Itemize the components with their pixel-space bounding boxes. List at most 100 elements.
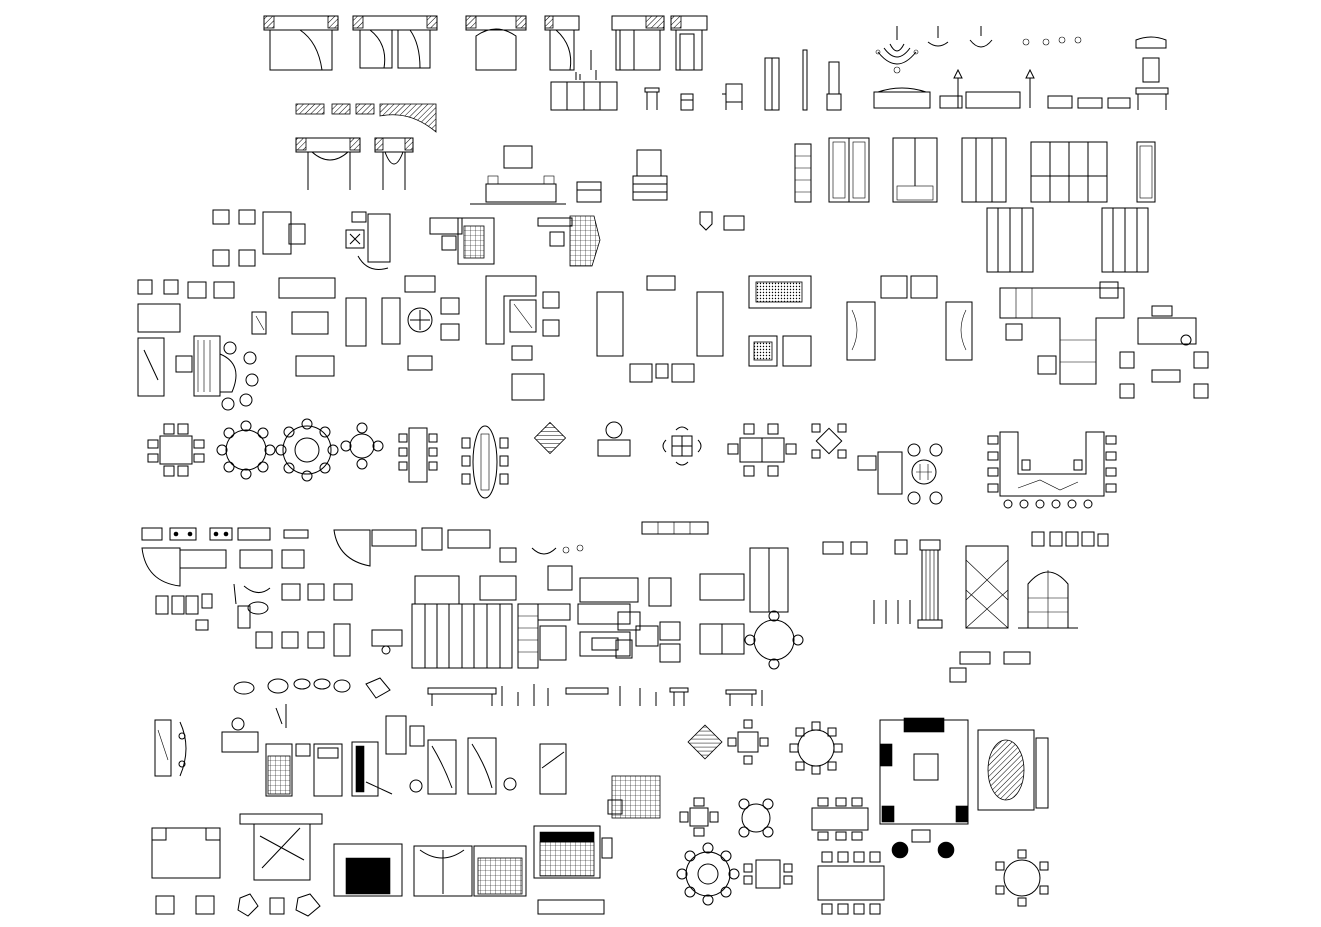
dining-square-4b — [727, 719, 769, 765]
plan-bedroom — [151, 715, 661, 917]
plan-living-room-blocks — [137, 209, 1209, 411]
dining-round-6 — [995, 849, 1049, 907]
dining-square-4 — [662, 426, 702, 466]
sofa-set-plan-2 — [345, 275, 460, 371]
sofa-set-plan-5 — [846, 275, 973, 361]
dining-cluster-plan — [648, 547, 804, 670]
sofa-set-plan-4 — [748, 275, 812, 367]
l-sofa-plan — [485, 275, 560, 401]
dining-diag-square-4 — [687, 724, 723, 760]
plan-bathroom-and-kitchen — [141, 527, 491, 753]
sideboard-elevation — [550, 50, 618, 111]
bed-oval-plan — [175, 335, 259, 411]
dining-round-8-2 — [275, 418, 339, 482]
bed-elevation-1 — [263, 15, 339, 71]
toilet-sink-plans — [155, 583, 403, 657]
curtain-elevation-1 — [295, 137, 361, 190]
bedroom-elevation-cluster — [411, 565, 639, 669]
bed-elevation-5 — [611, 15, 665, 71]
sofa-set-plan-1 — [251, 277, 336, 377]
dining-rect-4 — [743, 859, 793, 889]
bathtub-corner-plans — [141, 527, 491, 587]
corner-counter-plan — [537, 215, 601, 267]
bed-elevation-6 — [670, 15, 708, 71]
wardrobe-drawers-elevation — [892, 137, 938, 203]
wardrobe-4door-elevation-2 — [1101, 207, 1149, 273]
bath-plan-small — [429, 217, 495, 265]
dining-chair-elevation — [826, 61, 842, 111]
elevation-dressers-and-chairs — [550, 26, 1169, 111]
plan-dining-tables-lower — [676, 717, 1049, 915]
sofa-elevation-1 — [873, 87, 931, 109]
daybed-plan — [1137, 305, 1197, 346]
nightstand-elevation — [576, 181, 602, 203]
narrow-cabinet-elevation — [1136, 141, 1156, 203]
bed-elevation-2 — [352, 15, 438, 69]
chandelier-large — [875, 26, 919, 74]
lounge-chairs-plan — [137, 279, 235, 397]
dining-square-4c — [679, 797, 719, 837]
tv-unit-elevation — [470, 145, 566, 205]
elevation-wardrobes — [794, 137, 1156, 273]
desk-round-table-plan — [857, 443, 943, 505]
sofa-lamp-set-elevation — [939, 68, 1131, 109]
elevation-tv-and-dressers — [470, 145, 745, 231]
dining-round-8-4 — [676, 842, 740, 906]
slim-panel-elevation — [802, 49, 808, 111]
wine-rack-elevation — [965, 545, 1009, 629]
oval-table-rug-plan — [977, 729, 1049, 811]
dining-diamond-4b — [811, 423, 847, 459]
dining-round-8-3 — [789, 721, 843, 775]
chandelier-small-2 — [969, 26, 993, 48]
kitchen-strip-top — [641, 521, 709, 535]
wardrobe-wide-elevation — [1030, 141, 1108, 203]
dining-rect-6 — [727, 423, 797, 477]
tall-cabinet-elevation — [764, 57, 780, 111]
small-appliance-blocks — [822, 539, 908, 555]
dining-round-4b — [738, 798, 774, 838]
u-conference-table — [987, 431, 1117, 509]
double-beds-plan-row — [151, 813, 613, 915]
bathroom-vanity-plan — [154, 719, 187, 777]
sofa-set-plan-3 — [596, 275, 724, 383]
kitchen-hob-strip — [141, 527, 309, 541]
column-elevation — [873, 539, 943, 629]
cooktop-blocks — [949, 651, 1031, 683]
wardrobe-2door-elevation — [828, 137, 870, 203]
mirror-cabinet-elevation — [1135, 36, 1169, 110]
elevation-beds-and-curtains — [263, 15, 708, 190]
cabinet-handles-row — [1031, 531, 1109, 547]
pelmet-samples — [295, 103, 437, 133]
console-mirror-plan — [597, 421, 631, 457]
bed-elevation-3 — [465, 15, 527, 71]
plan-decor-right — [822, 531, 1109, 683]
chandelier-row-small — [499, 544, 584, 563]
bookshelf-elevation — [794, 143, 812, 203]
sectional-sofa-plan — [999, 281, 1125, 385]
arched-door-elevation — [1018, 570, 1078, 629]
lounge-chairs-bottom — [155, 893, 321, 917]
console-plan — [1119, 351, 1209, 399]
dining-round-8-1 — [216, 420, 276, 480]
plan-middle-cluster — [411, 521, 804, 706]
dining-long-10 — [817, 851, 885, 915]
stool-elevation — [644, 87, 660, 110]
dining-4-square-1 — [147, 423, 205, 477]
curtain-elevation-2 — [374, 137, 414, 190]
dining-round-4 — [340, 422, 384, 470]
bed-single-cover-plan — [539, 743, 567, 795]
wardrobe-3door-elevation — [961, 137, 1007, 203]
armchair-desk-plan — [212, 209, 306, 267]
living-cluster-plan — [537, 603, 681, 663]
tiled-bath-plan — [607, 775, 661, 819]
chandelier-small-1 — [927, 26, 949, 47]
dining-diamond-4 — [533, 421, 567, 455]
dining-oval-8 — [461, 425, 509, 499]
wall-lamps — [1022, 36, 1082, 46]
dresser-mirror-elevation — [632, 149, 668, 201]
dining-chair-elevation-row — [427, 684, 763, 706]
small-fixtures — [699, 211, 745, 231]
dining-rect-6b — [811, 797, 869, 841]
plan-dining-sets — [147, 418, 1117, 509]
